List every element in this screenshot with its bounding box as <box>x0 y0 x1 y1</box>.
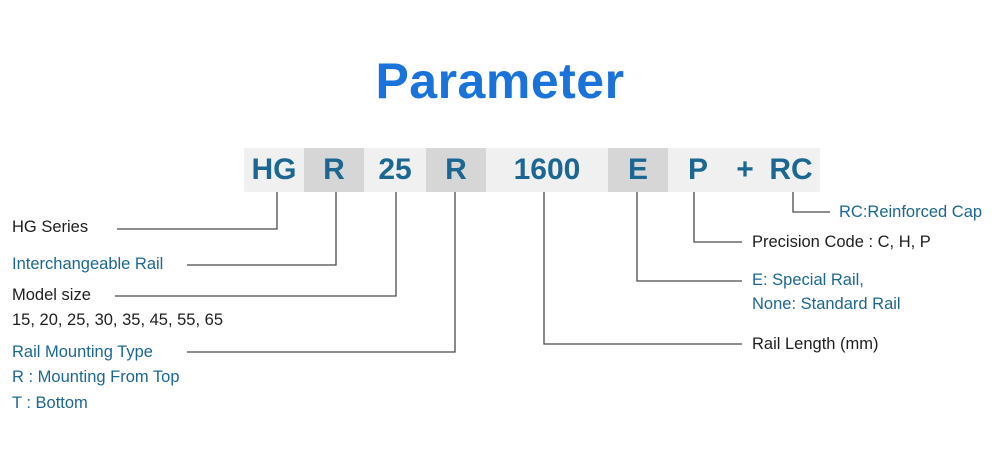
leader-line-model-size <box>115 192 397 297</box>
model-code-bar: HG R 25 R 1600 E P + RC <box>244 148 820 192</box>
leader-line-rail-length <box>543 192 742 345</box>
label-model-size: Model size <box>12 286 91 304</box>
code-segment-hg: HG <box>244 148 304 192</box>
leader-line-interchangeable <box>187 192 337 266</box>
code-segment-mounting-type: R <box>426 148 486 192</box>
leader-line-precision <box>693 192 742 243</box>
label-rail-mounting-type: Rail Mounting Type <box>12 343 153 361</box>
label-model-size-values: 15, 20, 25, 30, 35, 45, 55, 65 <box>12 311 224 329</box>
label-rail-length: Rail Length (mm) <box>752 335 879 353</box>
code-segment-rail-type: R <box>304 148 364 192</box>
label-hg-series: HG Series <box>12 218 89 236</box>
code-segment-model-size: 25 <box>364 148 426 192</box>
code-segment-plus: + <box>728 148 762 192</box>
code-segment-reinforced-cap: RC <box>762 148 820 192</box>
leader-line-hg <box>117 192 278 230</box>
leader-line-group <box>115 192 830 353</box>
label-standard-rail: None: Standard Rail <box>752 295 901 313</box>
label-special-rail: E: Special Rail, <box>752 271 864 289</box>
label-mounting-bottom: T : Bottom <box>12 394 88 412</box>
code-segment-rail-length: 1600 <box>486 148 608 192</box>
label-interchangeable-rail: Interchangeable Rail <box>12 255 164 273</box>
label-precision-code: Precision Code : C, H, P <box>752 233 931 251</box>
leader-line-reinforced-cap <box>792 192 830 213</box>
leader-line-mounting-type <box>187 192 456 353</box>
label-reinforced-cap: RC:Reinforced Cap <box>839 203 983 221</box>
page-title: Parameter <box>375 53 625 109</box>
leader-line-special-rail <box>636 192 742 282</box>
label-mounting-from-top: R : Mounting From Top <box>12 368 180 386</box>
code-segment-precision: P <box>668 148 728 192</box>
code-segment-special-rail: E <box>608 148 668 192</box>
